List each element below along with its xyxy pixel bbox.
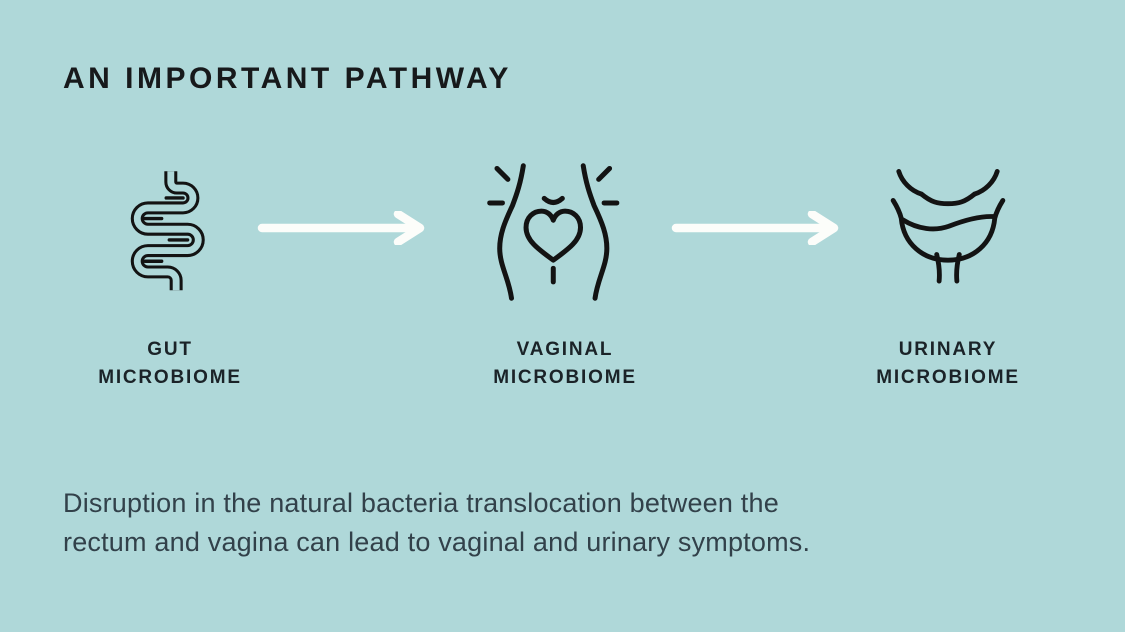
caption-text: Disruption in the natural bacteria trans… [63,488,811,557]
node-label-urinary: URINARY MICROBIOME [876,339,1020,388]
arrow-right-icon [671,209,843,250]
node-label-gut: GUT MICROBIOME [98,339,242,388]
arrow-right-icon [257,209,429,250]
bladder-icon [889,169,1007,290]
intestines-icon [122,159,212,301]
node-label-vaginal: VAGINAL MICROBIOME [493,339,637,388]
page-title: AN IMPORTANT PATHWAY [63,62,512,95]
female-pelvis-heart-icon [486,163,626,301]
